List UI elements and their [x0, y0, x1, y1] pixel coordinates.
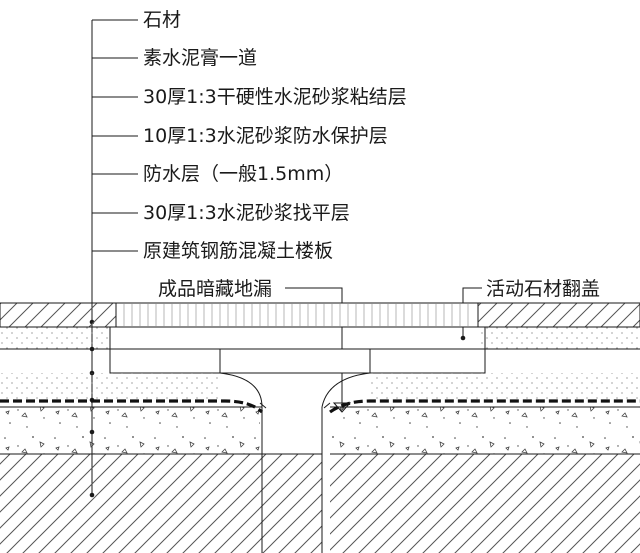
drain-pipe [219, 372, 371, 553]
layer-label-cement-paste: 素水泥膏一道 [143, 46, 257, 69]
layer-label-bonding-layer: 30厚1:3干硬性水泥砂浆粘结层 [143, 86, 407, 108]
layer-label-concrete-slab: 原建筑钢筋混凝土楼板 [143, 240, 333, 262]
layer-label-leveling-layer: 30厚1:3水泥砂浆找平层 [143, 202, 350, 224]
waterproof-membrane [0, 399, 640, 414]
layer-labels: 石材 素水泥膏一道 30厚1:3干硬性水泥砂浆粘结层 10厚1:3水泥砂浆防水保… [143, 9, 407, 262]
stone-cover-grate [115, 302, 479, 341]
floor-section-left [0, 302, 322, 553]
layer-label-protection-layer: 10厚1:3水泥砂浆防水保护层 [143, 125, 388, 147]
layer-label-stone: 石材 [143, 9, 181, 31]
floor-section-right [330, 302, 640, 553]
cover-callout-label: 活动石材翻盖 [486, 278, 600, 300]
drain-callout-label: 成品暗藏地漏 [158, 278, 272, 300]
drain-body [109, 326, 486, 374]
layer-boundaries [0, 302, 640, 455]
layer-label-waterproof-layer: 防水层（一般1.5mm） [143, 163, 343, 185]
